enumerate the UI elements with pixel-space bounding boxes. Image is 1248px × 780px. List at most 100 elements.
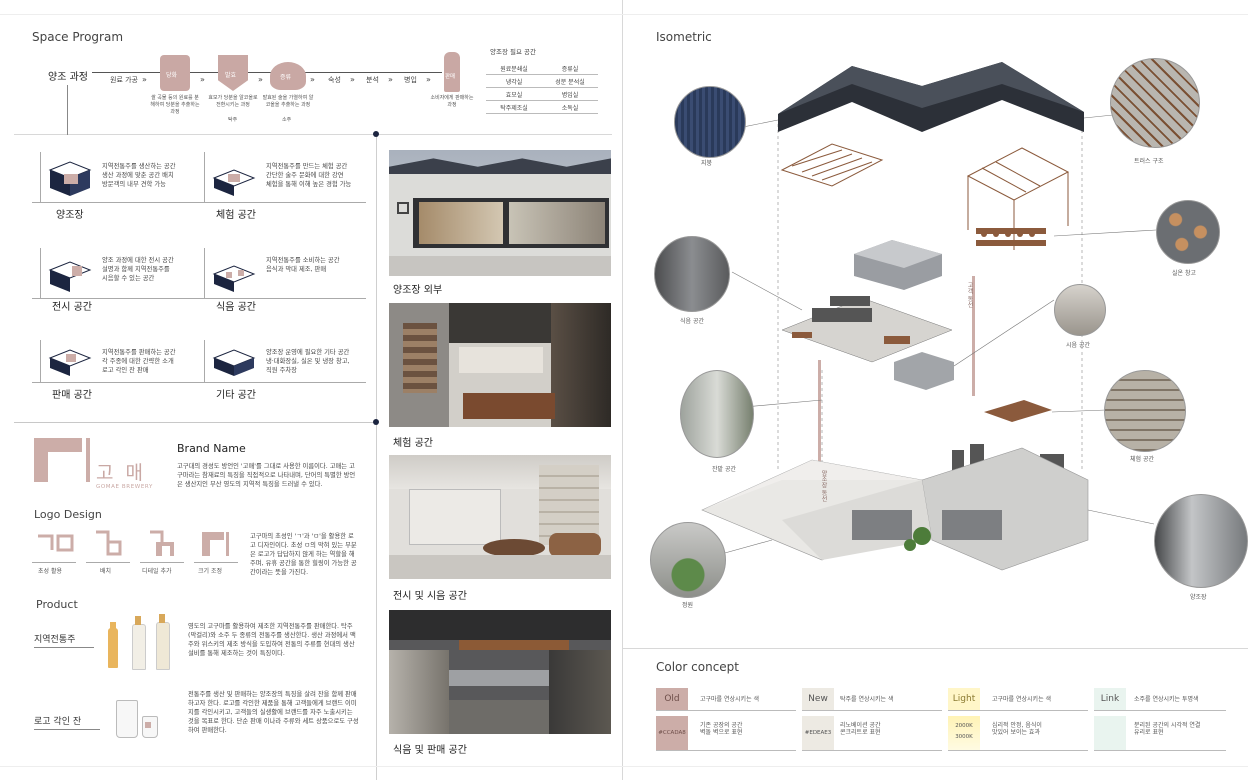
space-desc-other: 양조장 운영에 필요한 기타 공간 냉·대화장실, 실온 및 냉장 창고, 직원…: [266, 349, 350, 374]
color-light-caption: 고구마를 연상시키는 색: [992, 696, 1052, 703]
space-name-sales: 판매 공간: [52, 390, 92, 401]
iso-label-truss: 트러스 구조: [1134, 158, 1164, 165]
req-title: 양조장 필요 공간: [490, 48, 536, 56]
logo-step-3: 디테일 추가: [140, 528, 184, 584]
iso-label-dining: 식음 공간: [680, 318, 704, 325]
sales-iso-icon: [48, 349, 92, 376]
space-program-title: Space Program: [32, 30, 124, 44]
note-balhyo: 효모가 당분을 알코올로 전환시키는 과정: [208, 95, 258, 108]
iso-circle-dining: [654, 236, 730, 312]
photo-experience-caption: 체험 공간: [393, 438, 433, 449]
logo-step-3-glyph: [150, 530, 174, 556]
brewery-iso-icon: [48, 161, 92, 196]
color-new-code: #EDEAE3: [802, 716, 834, 750]
space-name-exhibit: 전시 공간: [52, 302, 92, 313]
product-glass-label: 로고 각인 잔: [34, 714, 100, 730]
photo-dining: [389, 610, 611, 734]
step-panmae: 판매: [445, 74, 456, 80]
brand-name-title: Brand Name: [177, 442, 246, 455]
step-danghwa: 당화: [166, 72, 178, 79]
product-liquor-label: 지역전통주: [34, 632, 94, 648]
space-name-brewery: 양조장: [56, 210, 84, 221]
experience-iso-icon: [212, 169, 256, 196]
color-link-key: Link: [1094, 688, 1126, 710]
logo-step-4: 크기 조정: [194, 528, 238, 584]
color-item-old: Old 고구마를 연상시키는 색 #CCADA8 기존 공장의 공간 벽돌 벽으…: [656, 688, 796, 751]
space-desc-brewery: 지역전통주를 생산하는 공간 생산 과정에 맞춘 공간 배치 방문객의 내부 견…: [102, 163, 176, 188]
space-desc-experience: 지역전통주를 만드는 체험 공간 간단한 술주 문화에 대한 강연 체험을 통해…: [266, 163, 352, 188]
iso-label-garden: 정원: [682, 602, 694, 609]
iso-label-glass: 잔밭 공간: [712, 466, 736, 473]
space-card-exhibit: 양조 과정에 대한 전시 공간 설명과 함께 지역전통주를 시음할 수 있는 공…: [32, 248, 204, 318]
photo-exhibit-caption: 전시 및 시음 공간: [393, 591, 467, 602]
color-light-code: 2000K 3000K: [948, 716, 980, 750]
color-new-desc: 리노베이션 공간 콘크리트로 표현: [840, 722, 881, 736]
iso-label-storage: 실온 창고: [1172, 270, 1196, 277]
brand-name-desc: 고구대의 경성도 방언인 '고매'를 그대로 사용한 이름이다. 고매는 고구마…: [177, 463, 356, 488]
note-panmae: 소비자에게 판매하는 과정: [430, 95, 474, 108]
space-name-dining: 식음 공간: [216, 302, 256, 313]
logo-step-1-glyph: [38, 534, 74, 552]
product-glass-desc: 전통주를 생산 및 판매하는 양조장의 특징을 살려 잔을 함께 판매하고자 한…: [188, 691, 359, 734]
logo-step-2-label: 배치: [100, 568, 112, 575]
step-bunseok: 분석: [364, 76, 381, 85]
iso-label-roof: 지붕: [701, 160, 713, 167]
logo-glasses: [112, 696, 172, 744]
color-item-new: New 탁주를 연상시키는 색 #EDEAE3 리노베이션 공간 콘크리트로 표…: [802, 688, 942, 751]
photo-dining-caption: 식음 및 판매 공간: [393, 745, 467, 756]
color-old-caption: 고구마를 연상시키는 색: [700, 696, 760, 703]
iso-circle-brewery: [1154, 494, 1248, 588]
color-link-caption: 소주를 연상시키는 투명색: [1134, 696, 1199, 703]
isometric-drawing: [701, 62, 1157, 571]
step-danghwa-icon: [160, 55, 190, 91]
isometric-title: Isometric: [656, 30, 712, 44]
color-item-link: Link 소주를 연상시키는 투명색 분리된 공간의 시각적 연결 유리로 표현: [1094, 688, 1226, 751]
logo-subtext: GOMAE BREWERY: [96, 484, 153, 490]
iso-circle-roof: [674, 86, 746, 158]
iso-label-experience: 체험 공간: [1130, 456, 1154, 463]
logo-step-3-label: 디테일 추가: [142, 568, 172, 575]
step-raw: 원료 가공: [108, 76, 140, 85]
process-label: 양조 과정: [48, 72, 88, 83]
color-old-desc: 기존 공장의 공간 벽돌 벽으로 표현: [700, 722, 743, 736]
space-card-brewery: 지역전통주를 생산하는 공간 생산 과정에 맞춘 공간 배치 방문객의 내부 견…: [32, 152, 204, 222]
vertical-label-2: 고객 동선: [966, 282, 973, 308]
product-title: Product: [36, 598, 78, 611]
logo-step-1: 초성 활용: [32, 528, 76, 584]
space-card-other: 양조장 운영에 필요한 기타 공간 냉·대화장실, 실온 및 냉장 창고, 직원…: [196, 340, 368, 410]
color-concept-title: Color concept: [656, 660, 739, 674]
iso-circle-garden: [650, 522, 726, 598]
step-panmae-icon: [444, 52, 460, 92]
photo-exterior: [389, 150, 611, 276]
liquor-bottles: [104, 612, 174, 670]
dining-iso-icon: [212, 265, 256, 292]
space-name-other: 기타 공간: [216, 390, 256, 401]
space-name-experience: 체험 공간: [216, 210, 256, 221]
space-desc-exhibit: 양조 과정에 대한 전시 공간 설명과 함께 지역전통주를 시음할 수 있는 공…: [102, 257, 174, 282]
iso-label-brewery: 양조장: [1190, 594, 1207, 601]
logo-step-4-glyph: [202, 532, 229, 556]
logo-text: 고 매: [96, 462, 146, 484]
iso-circle-truss: [1110, 58, 1200, 148]
iso-circle-storage: [1156, 200, 1220, 264]
step-sukseong: 숙성: [326, 76, 343, 85]
step-balhyo: 발효: [225, 72, 237, 79]
product-liquor-desc: 영도의 고구마를 활용하여 제조한 지역전통주를 판매한다. 탁주(막걸리)와 …: [188, 623, 356, 657]
iso-circle-glass: [680, 370, 754, 458]
color-old-code: #CCADA8: [656, 716, 688, 750]
color-new-key: New: [802, 688, 834, 710]
iso-label-tasting: 시음 공간: [1066, 342, 1090, 349]
space-desc-dining: 지역전통주를 소비하는 공간 음식과 막대 제조, 판매: [266, 257, 340, 273]
photo-exhibit: [389, 455, 611, 579]
other-iso-icon: [212, 349, 256, 376]
color-old-key: Old: [656, 688, 688, 710]
logo-step-2-glyph: [96, 530, 122, 556]
sub-balhyo: 탁주: [228, 117, 238, 123]
vertical-label-1: 양조장 동선: [820, 470, 827, 502]
color-light-desc: 심리적 안정, 음식이 맛있어 보이는 효과: [992, 722, 1042, 736]
color-item-light: Light 고구마를 연상시키는 색 2000K 3000K 심리적 안정, 음…: [948, 688, 1088, 751]
step-byeongip: 병입: [402, 76, 419, 85]
logo-step-4-label: 크기 조정: [198, 568, 222, 575]
color-link-desc: 분리된 공간의 시각적 연결 유리로 표현: [1134, 722, 1201, 736]
